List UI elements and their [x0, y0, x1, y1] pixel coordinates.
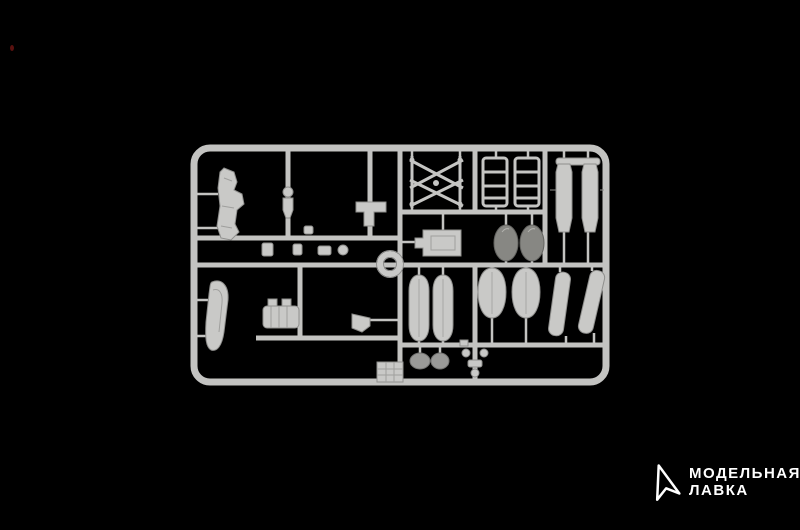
- angled-tank-parts: [548, 269, 606, 337]
- antenna-tips: [409, 157, 463, 207]
- dust-speck: [10, 45, 14, 51]
- canopy-part: [205, 280, 229, 351]
- antenna-parts: [409, 156, 464, 208]
- ring-part: [376, 250, 404, 278]
- watermark-line2: ЛАВКА: [689, 482, 749, 499]
- pod-parts: [493, 224, 545, 262]
- compass-arrow-icon: [655, 464, 681, 501]
- ladder-frame-parts: [481, 156, 541, 208]
- tank-half-parts: [408, 274, 454, 342]
- fuselage-detail: [220, 177, 235, 229]
- pilot-figure-part: [282, 186, 294, 219]
- watermark-logo: МОДЕЛЬНАЯ ЛАВКА: [644, 462, 800, 502]
- tiny-parts: [261, 225, 349, 257]
- watermark-line1: МОДЕЛЬНАЯ: [689, 465, 800, 482]
- wheel-parts: [409, 352, 450, 370]
- small-detail-parts: [459, 339, 489, 378]
- fuselage-part: [216, 167, 245, 241]
- round-tank-parts: [477, 267, 541, 319]
- mount-part: [414, 229, 462, 257]
- engine-part: [262, 298, 300, 329]
- watermark-text: МОДЕЛЬНАЯ ЛАВКА: [689, 465, 800, 499]
- strut-parts: [550, 157, 604, 233]
- bracket-part: [355, 201, 387, 227]
- sprue-gates: [197, 151, 596, 379]
- small-bracket-part: [351, 313, 371, 333]
- box-part: [376, 361, 404, 383]
